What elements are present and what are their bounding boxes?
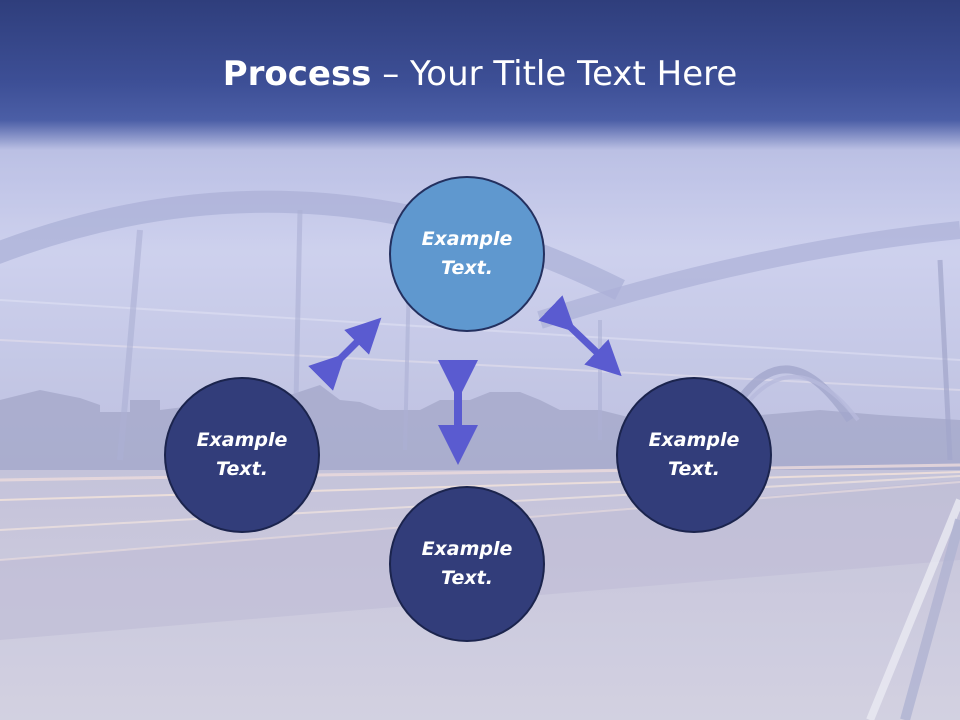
node-right-label: Example Text. xyxy=(648,429,740,480)
arrow-top-left xyxy=(308,317,382,391)
node-bottom-label: Example Text. xyxy=(421,538,513,589)
title-band xyxy=(0,0,960,150)
node-bottom: Example Text. xyxy=(389,486,545,642)
node-top: Example Text. xyxy=(389,176,545,332)
page-title: Process – Your Title Text Here xyxy=(0,52,960,96)
node-top-label: Example Text. xyxy=(421,228,513,279)
title-rest: – Your Title Text Here xyxy=(371,54,738,94)
title-emphasis: Process xyxy=(222,54,372,94)
node-left-label: Example Text. xyxy=(196,429,288,480)
arrow-top-right xyxy=(538,295,622,377)
node-left: Example Text. xyxy=(164,377,320,533)
node-right: Example Text. xyxy=(616,377,772,533)
